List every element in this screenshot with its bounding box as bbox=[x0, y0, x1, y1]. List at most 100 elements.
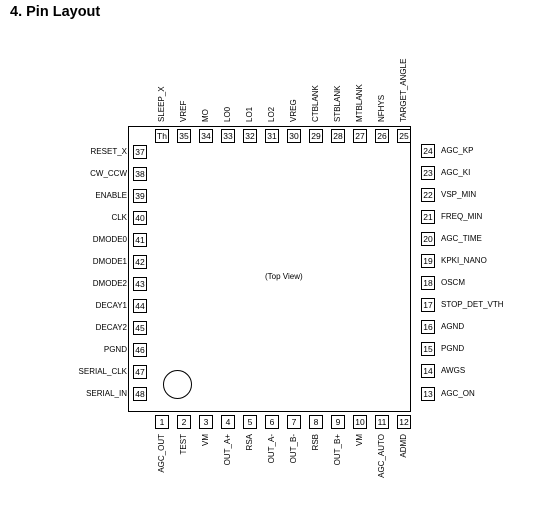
pin-name-label: RSB bbox=[311, 434, 320, 451]
pin-number-box: 46 bbox=[133, 343, 147, 357]
pin-name-label: STOP_DET_VTH bbox=[441, 300, 504, 309]
pin-name-label: VM bbox=[201, 434, 210, 446]
pin-name-label: VREF bbox=[179, 100, 188, 122]
page-title: 4. Pin Layout bbox=[10, 4, 101, 20]
pin-number-box: 40 bbox=[133, 211, 147, 225]
pin-number-box: 42 bbox=[133, 255, 147, 269]
pin-number-box: 34 bbox=[199, 129, 213, 143]
pin-name-label: AGC_KI bbox=[441, 168, 471, 177]
pin-name-label: SERIAL_IN bbox=[86, 389, 127, 398]
top-view-label: (Top View) bbox=[265, 272, 303, 281]
pin-number-box: Th bbox=[155, 129, 169, 143]
pin-number-box: 33 bbox=[221, 129, 235, 143]
pin-number-box: 27 bbox=[353, 129, 367, 143]
pin-name-label: AGC_AUTO bbox=[377, 434, 386, 478]
pin-name-label: LO1 bbox=[245, 106, 254, 122]
pin-number-box: 10 bbox=[353, 415, 367, 429]
pin-number-box: 7 bbox=[287, 415, 301, 429]
pin-name-label: OUT_A- bbox=[267, 434, 276, 464]
pin-name-label: OUT_B+ bbox=[333, 434, 342, 466]
pin-number-box: 21 bbox=[421, 210, 435, 224]
pin-number-box: 43 bbox=[133, 277, 147, 291]
pin-number-box: 16 bbox=[421, 320, 435, 334]
pin-number-box: 25 bbox=[397, 129, 411, 143]
pin-number-box: 13 bbox=[421, 387, 435, 401]
pin-name-label: MO bbox=[201, 109, 210, 122]
pin-number-box: 48 bbox=[133, 387, 147, 401]
pin-number-box: 32 bbox=[243, 129, 257, 143]
pin1-marker-circle bbox=[163, 370, 192, 399]
pin-number-box: 45 bbox=[133, 321, 147, 335]
pin-name-label: KPKI_NANO bbox=[441, 256, 487, 265]
pin-number-box: 17 bbox=[421, 298, 435, 312]
pin-name-label: DECAY1 bbox=[95, 301, 127, 310]
pin-name-label: VREG bbox=[289, 99, 298, 122]
pin-name-label: VM bbox=[355, 434, 364, 446]
pin-name-label: CLK bbox=[111, 213, 127, 222]
pin-name-label: RESET_X bbox=[90, 147, 127, 156]
pin-number-box: 30 bbox=[287, 129, 301, 143]
pin-number-box: 47 bbox=[133, 365, 147, 379]
pin-number-box: 19 bbox=[421, 254, 435, 268]
pin-number-box: 39 bbox=[133, 189, 147, 203]
chip-body bbox=[128, 126, 411, 412]
pin-name-label: CTBLANK bbox=[311, 85, 320, 122]
pin-number-box: 9 bbox=[331, 415, 345, 429]
pin-number-box: 2 bbox=[177, 415, 191, 429]
pin-number-box: 44 bbox=[133, 299, 147, 313]
pin-name-label: LO2 bbox=[267, 106, 276, 122]
pin-number-box: 15 bbox=[421, 342, 435, 356]
pin-number-box: 4 bbox=[221, 415, 235, 429]
pin-number-box: 1 bbox=[155, 415, 169, 429]
pin-number-box: 35 bbox=[177, 129, 191, 143]
pin-name-label: PGND bbox=[103, 345, 127, 354]
pin-name-label: OSCM bbox=[441, 278, 465, 287]
pin-name-label: RSA bbox=[245, 434, 254, 451]
pin-name-label: AGND bbox=[441, 322, 465, 331]
pin-name-label: OUT_A+ bbox=[223, 434, 232, 466]
pin-name-label: LO0 bbox=[223, 106, 232, 122]
pin-name-label: SLEEP_X bbox=[157, 86, 166, 122]
pin-name-label: DMODE1 bbox=[92, 257, 127, 266]
pin-number-box: 23 bbox=[421, 166, 435, 180]
pin-number-box: 18 bbox=[421, 276, 435, 290]
pin-number-box: 22 bbox=[421, 188, 435, 202]
pin-name-label: SERIAL_CLK bbox=[78, 367, 127, 376]
pin-name-label: DECAY2 bbox=[95, 323, 127, 332]
pin-number-box: 5 bbox=[243, 415, 257, 429]
pin-name-label: AGC_OUT bbox=[157, 434, 166, 473]
pin-name-label: STBLANK bbox=[333, 85, 342, 122]
pin-name-label: CW_CCW bbox=[90, 169, 127, 178]
pin-name-label: TEST bbox=[179, 434, 188, 455]
pin-number-box: 24 bbox=[421, 144, 435, 158]
pin-number-box: 37 bbox=[133, 145, 147, 159]
pin-number-box: 28 bbox=[331, 129, 345, 143]
pin-number-box: 20 bbox=[421, 232, 435, 246]
pin-name-label: AWGS bbox=[441, 366, 466, 375]
pin-name-label: TARGET_ANGLE bbox=[399, 58, 408, 122]
pin-name-label: PGND bbox=[441, 344, 465, 353]
pin-number-box: 12 bbox=[397, 415, 411, 429]
pin-name-label: FREQ_MIN bbox=[441, 212, 483, 221]
pin-name-label: DMODE0 bbox=[92, 235, 127, 244]
pin-number-box: 31 bbox=[265, 129, 279, 143]
pin-name-label: AGC_KP bbox=[441, 146, 474, 155]
pin-name-label: ENABLE bbox=[95, 191, 127, 200]
pin-number-box: 8 bbox=[309, 415, 323, 429]
pin-name-label: MTBLANK bbox=[355, 84, 364, 122]
pin-name-label: AGC_ON bbox=[441, 389, 475, 398]
pin-number-box: 11 bbox=[375, 415, 389, 429]
pin-number-box: 29 bbox=[309, 129, 323, 143]
pin-number-box: 38 bbox=[133, 167, 147, 181]
pin-name-label: VSP_MIN bbox=[441, 190, 477, 199]
pin-name-label: DMODE2 bbox=[92, 279, 127, 288]
pin-name-label: OUT_B- bbox=[289, 434, 298, 464]
pin-name-label: NFHYS bbox=[377, 94, 386, 122]
pin-number-box: 41 bbox=[133, 233, 147, 247]
pin-name-label: ADMD bbox=[399, 434, 408, 458]
pin-name-label: AGC_TIME bbox=[441, 234, 482, 243]
pin-number-box: 14 bbox=[421, 364, 435, 378]
pin-number-box: 3 bbox=[199, 415, 213, 429]
pin-number-box: 6 bbox=[265, 415, 279, 429]
pin-number-box: 26 bbox=[375, 129, 389, 143]
